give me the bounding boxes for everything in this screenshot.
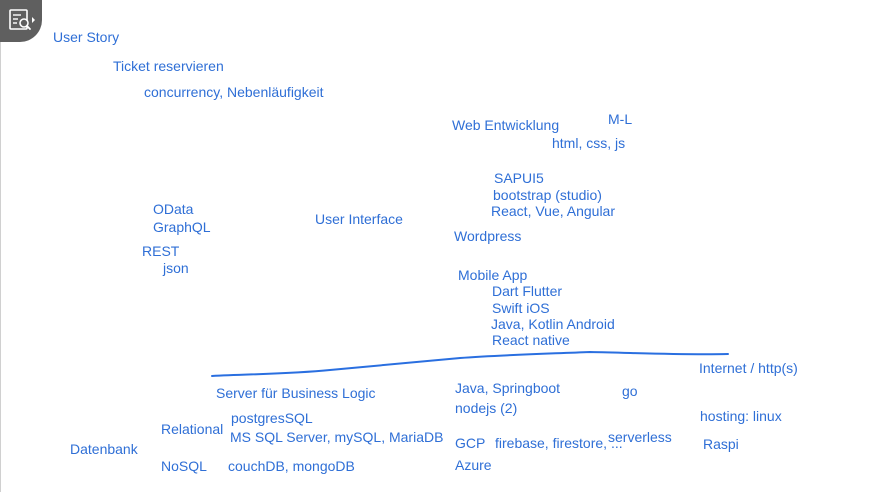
- label-firebase-firestore[interactable]: firebase, firestore, ...: [495, 435, 623, 451]
- label-rest[interactable]: REST: [142, 243, 180, 259]
- label-json[interactable]: json: [163, 260, 189, 276]
- label-swift-ios[interactable]: Swift iOS: [492, 300, 550, 316]
- label-datenbank[interactable]: Datenbank: [70, 441, 138, 457]
- canvas-left-border: [0, 40, 1, 492]
- label-web-entwicklung[interactable]: Web Entwicklung: [452, 117, 560, 133]
- label-user-interface[interactable]: User Interface: [315, 211, 403, 227]
- search-page-button[interactable]: [0, 0, 42, 42]
- label-serverless[interactable]: serverless: [608, 429, 672, 445]
- label-nosql[interactable]: NoSQL: [161, 458, 207, 474]
- label-raspi[interactable]: Raspi: [703, 436, 739, 452]
- label-hosting-linux[interactable]: hosting: linux: [700, 408, 782, 424]
- label-dart-flutter[interactable]: Dart Flutter: [492, 283, 563, 299]
- label-azure[interactable]: Azure: [455, 457, 492, 473]
- label-user-story[interactable]: User Story: [53, 29, 120, 45]
- label-relational[interactable]: Relational: [161, 421, 224, 437]
- label-server-business-logic[interactable]: Server für Business Logic: [216, 385, 376, 401]
- label-couchdb-mongodb[interactable]: couchDB, mongoDB: [228, 458, 355, 474]
- label-mssql-mysql-mariadb[interactable]: MS SQL Server, mySQL, MariaDB: [230, 429, 444, 445]
- label-internet-http[interactable]: Internet / http(s): [699, 360, 798, 376]
- divider-stroke: [211, 350, 729, 377]
- label-ticket-reservieren[interactable]: Ticket reservieren: [113, 58, 224, 74]
- label-graphql[interactable]: GraphQL: [153, 219, 211, 235]
- label-wordpress[interactable]: Wordpress: [454, 228, 522, 244]
- label-bootstrap[interactable]: bootstrap (studio): [493, 187, 602, 203]
- label-react-vue-angular[interactable]: React, Vue, Angular: [491, 203, 616, 219]
- label-gcp[interactable]: GCP: [455, 435, 486, 451]
- label-java-kotlin-android[interactable]: Java, Kotlin Android: [491, 316, 615, 332]
- label-odata[interactable]: OData: [153, 201, 194, 217]
- label-ml[interactable]: M-L: [608, 111, 633, 127]
- label-concurrency[interactable]: concurrency, Nebenläufigkeit: [144, 84, 324, 100]
- label-mobile-app[interactable]: Mobile App: [458, 267, 528, 283]
- label-sapui5[interactable]: SAPUI5: [494, 170, 544, 186]
- label-react-native[interactable]: React native: [492, 332, 570, 348]
- label-nodejs[interactable]: nodejs (2): [455, 400, 518, 416]
- search-page-icon: [9, 9, 35, 30]
- label-go[interactable]: go: [622, 383, 638, 399]
- label-postgressql[interactable]: postgresSQL: [231, 410, 313, 426]
- label-java-springboot[interactable]: Java, Springboot: [455, 380, 561, 396]
- label-html-css-js[interactable]: html, css, js: [552, 135, 626, 151]
